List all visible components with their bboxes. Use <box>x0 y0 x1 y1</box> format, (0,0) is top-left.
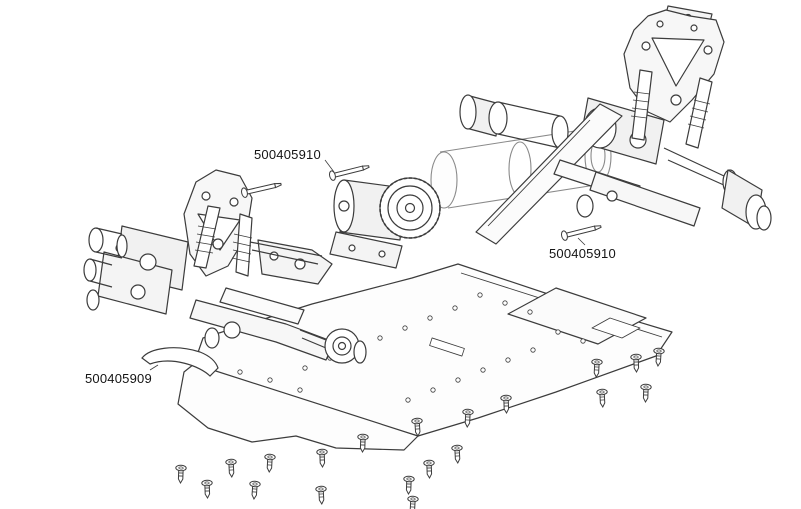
screw <box>406 495 419 509</box>
screw <box>423 459 436 479</box>
screw <box>248 480 261 500</box>
rear-lower-arms <box>553 159 701 227</box>
rear-shocks <box>630 69 713 149</box>
front-drive-cups <box>83 227 128 311</box>
screw <box>402 475 415 495</box>
rear-assembly <box>459 5 772 245</box>
long-screw-pin <box>560 221 603 242</box>
screw <box>201 479 214 499</box>
part-label-500405910-right: 500405910 <box>549 246 616 261</box>
steering-bellcrank <box>257 239 333 285</box>
screw <box>315 485 328 505</box>
rear-input-shaft <box>459 94 569 149</box>
screw <box>596 388 609 408</box>
screw <box>174 464 187 484</box>
deck-holes <box>237 292 586 403</box>
front-assembly <box>83 169 367 364</box>
screw <box>225 458 238 478</box>
front-wheel-hub <box>299 328 367 364</box>
part-label-500405910-top: 500405910 <box>254 147 321 162</box>
long-screw-pin <box>328 161 371 182</box>
screw <box>316 448 329 468</box>
mud-guard-part <box>141 347 219 377</box>
front-lower-arms <box>189 287 335 361</box>
spur-gear <box>379 177 441 239</box>
screw <box>263 453 276 473</box>
motor-assembly <box>329 177 441 269</box>
leader-line <box>324 159 335 173</box>
camber-link <box>249 241 323 265</box>
rear-wheel-hub <box>663 147 772 231</box>
chassis-plate <box>177 263 673 451</box>
labeled-screw-pins <box>149 159 603 371</box>
part-label-500405909: 500405909 <box>85 371 152 386</box>
leader-line <box>577 237 586 246</box>
front-bulkhead <box>97 225 189 315</box>
front-shocks <box>193 205 253 277</box>
rear-chassis-brace <box>475 103 623 245</box>
screw <box>451 444 464 464</box>
leader-line <box>149 364 159 371</box>
motor-mount <box>329 231 403 269</box>
screw <box>639 383 652 403</box>
front-chassis-extension <box>177 363 419 451</box>
